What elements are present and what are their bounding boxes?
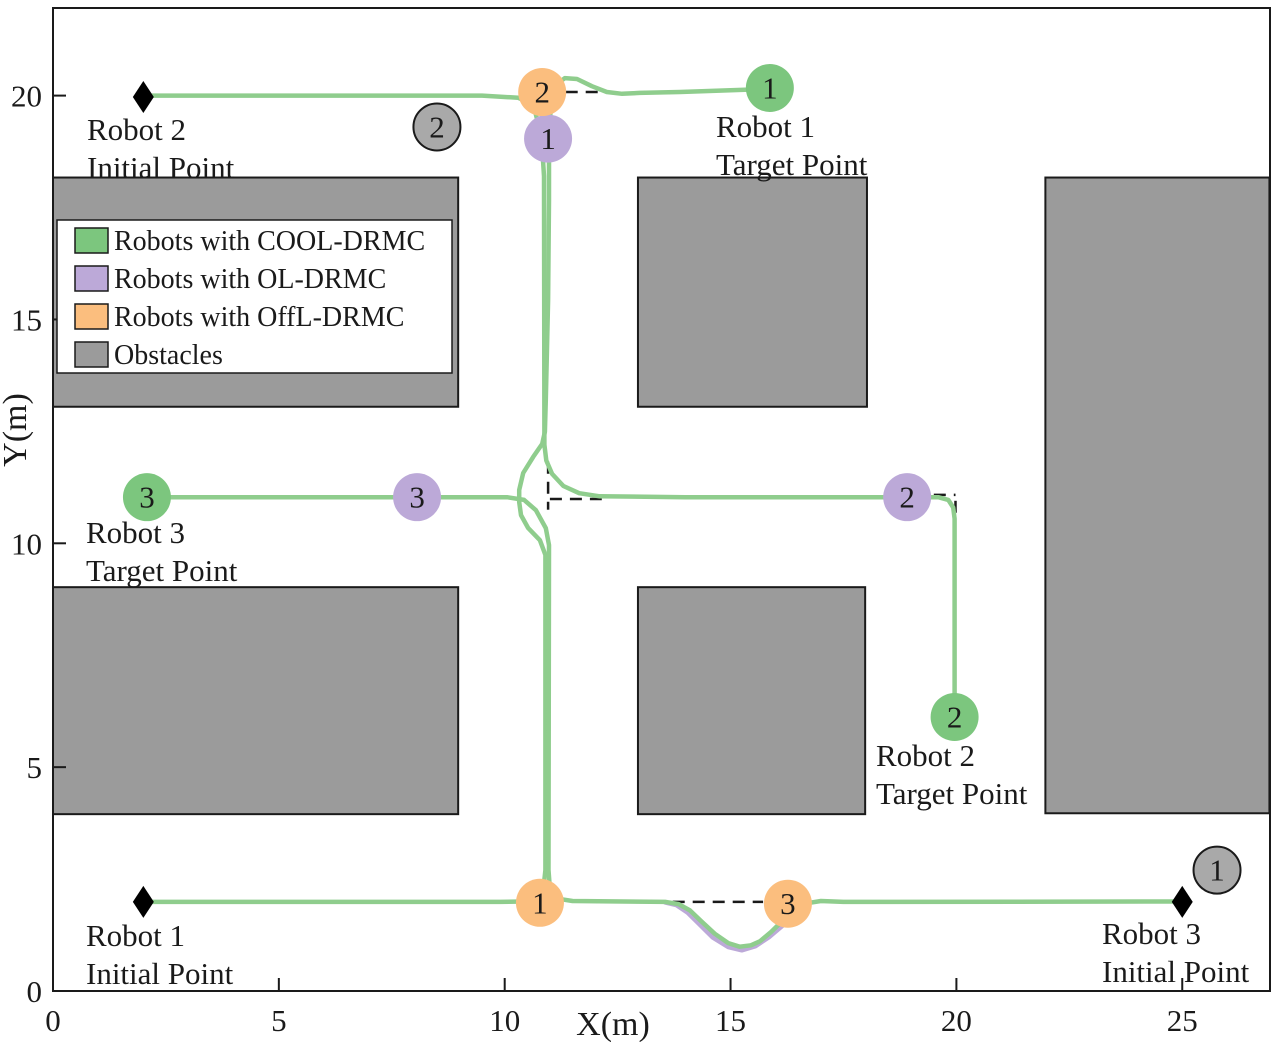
marker-robot3-ol-label: 3 xyxy=(409,480,425,515)
y-axis-label: Y(m) xyxy=(0,393,34,467)
y-tick-label: 5 xyxy=(27,750,43,785)
marker-robot2-cool-label: 2 xyxy=(947,700,963,735)
x-tick-label: 20 xyxy=(941,1003,972,1038)
annotation-line: Initial Point xyxy=(86,956,234,991)
annotation-line: Target Point xyxy=(876,776,1028,811)
obstacle-rect xyxy=(636,586,867,816)
legend-label-cool: Robots with COOL-DRMC xyxy=(114,226,425,257)
marker-robot2-ol-label: 2 xyxy=(899,480,915,515)
marker-robot1-ol-label: 1 xyxy=(540,121,556,156)
marker-robot3-cool-circle xyxy=(122,473,171,522)
legend-label-obstacles: Obstacles xyxy=(114,340,223,371)
x-tick-label: 5 xyxy=(271,1003,287,1038)
obstacle-circle-label-2: 2 xyxy=(429,109,445,144)
legend: Robots with COOL-DRMC Robots with OL-DRM… xyxy=(56,219,453,374)
annotation-line: Robot 3 xyxy=(86,515,185,550)
annotation-line: Robot 2 xyxy=(876,738,975,773)
legend-swatch-obstacles xyxy=(74,341,109,368)
x-tick-label: 25 xyxy=(1167,1003,1198,1038)
obstacle-circle-1 xyxy=(1192,845,1242,895)
y-tick-label: 15 xyxy=(11,302,42,337)
legend-swatch-offl xyxy=(74,303,109,330)
annotation-line: Initial Point xyxy=(1102,954,1250,989)
marker-robot2-cool-circle xyxy=(930,693,979,742)
marker-robot1-cool-circle xyxy=(745,63,794,112)
x-tick-label: 0 xyxy=(45,1003,61,1038)
y-tick-label: 20 xyxy=(11,79,42,114)
obstacle-rect xyxy=(1044,176,1271,815)
marker-robot2-offl-label: 2 xyxy=(534,75,550,110)
x-axis-label: X(m) xyxy=(576,1006,650,1042)
y-tick-label: 10 xyxy=(11,526,42,561)
initial-point-marker-robot1 xyxy=(132,885,154,918)
initial-point-marker-robot3 xyxy=(1171,885,1193,918)
y-tick-label: 0 xyxy=(27,974,43,1009)
marker-robot1-ol-circle xyxy=(524,114,573,163)
marker-robot3-cool-label: 3 xyxy=(139,480,155,515)
x-tick-label: 10 xyxy=(489,1003,520,1038)
annotation-line: Target Point xyxy=(716,147,868,182)
legend-box xyxy=(56,219,453,374)
obstacle-rect xyxy=(52,586,460,816)
initial-point-marker-robot2 xyxy=(132,80,154,113)
trajectory-robot3-ol-drmc xyxy=(662,900,803,953)
annotation-line: Initial Point xyxy=(87,150,235,185)
marker-robot1-offl-circle xyxy=(515,878,564,927)
legend-swatch-ol xyxy=(74,265,109,292)
marker-robot3-offl-label: 3 xyxy=(780,886,796,921)
legend-swatch-cool xyxy=(74,227,109,254)
marker-robot2-offl-circle xyxy=(518,68,567,117)
legend-label-ol: Robots with OL-DRMC xyxy=(114,264,386,295)
obstacle-rect xyxy=(636,176,868,408)
annotation-line: Robot 1 xyxy=(86,918,185,953)
annotation-line: Target Point xyxy=(86,553,238,588)
marker-robot3-offl-circle xyxy=(763,879,812,928)
annotation-line: Robot 2 xyxy=(87,112,186,147)
x-tick-label: 15 xyxy=(715,1003,746,1038)
marker-robot2-ol-circle xyxy=(883,473,932,522)
legend-label-offl: Robots with OffL-DRMC xyxy=(114,302,404,333)
obstacle-circle-label-1: 1 xyxy=(1209,853,1225,888)
marker-robot1-cool-label: 1 xyxy=(762,70,778,105)
annotation-line: Robot 1 xyxy=(716,109,815,144)
obstacle-circle-2 xyxy=(412,102,462,152)
marker-robot3-ol-circle xyxy=(393,473,442,522)
axes-frame xyxy=(52,7,1271,992)
marker-robot1-offl-label: 1 xyxy=(532,885,548,920)
annotation-line: Robot 3 xyxy=(1102,916,1201,951)
